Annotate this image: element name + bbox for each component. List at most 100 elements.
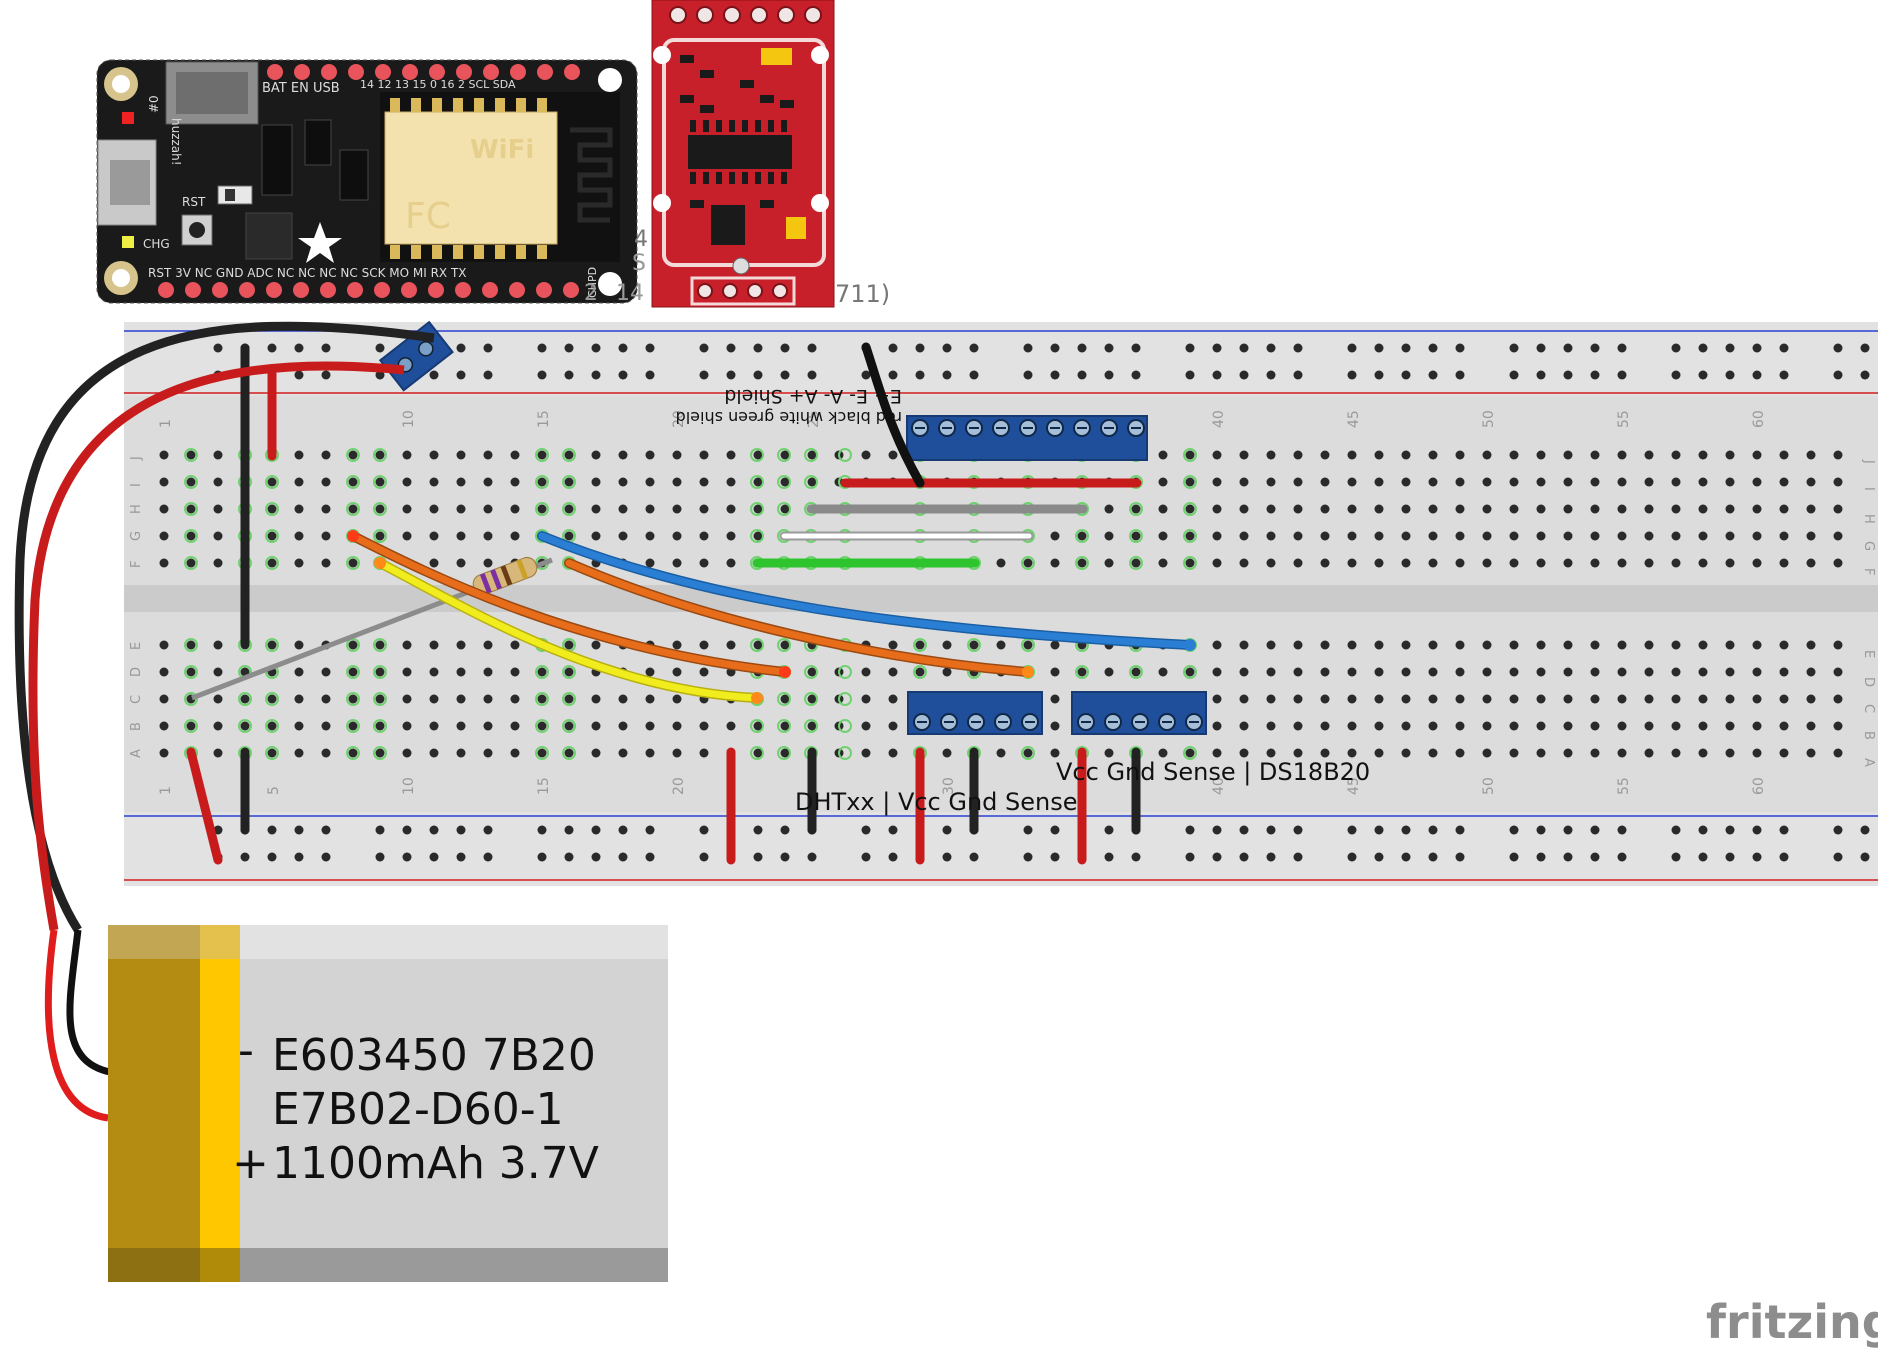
header-pin <box>428 282 444 298</box>
fc-label: FC <box>405 196 451 237</box>
hx711-module <box>651 0 835 308</box>
row-letter: A <box>129 749 144 758</box>
row-letter: H <box>1861 514 1876 524</box>
battery-plus-sign: + <box>232 1138 269 1189</box>
battery-wires <box>14 321 435 1122</box>
header-pin <box>722 283 738 299</box>
column-number: 50 <box>1481 777 1497 795</box>
column-number: 5 <box>266 786 282 795</box>
header-pin <box>266 282 282 298</box>
header-pin <box>772 283 788 299</box>
column-number: 40 <box>1211 777 1227 795</box>
battery-label-line1: E603450 7B20 <box>272 1030 596 1081</box>
column-number: 45 <box>1346 410 1362 428</box>
column-number: 55 <box>1616 410 1632 428</box>
header-pin <box>510 64 526 80</box>
header-pin <box>482 282 498 298</box>
column-number: 15 <box>536 410 552 428</box>
row-letter: J <box>1861 459 1876 464</box>
header-pin <box>750 6 768 24</box>
row-letter: F <box>1861 568 1876 575</box>
column-number: 20 <box>671 410 687 428</box>
stray-label-711: 711) <box>835 280 890 308</box>
breadboard-jumpers <box>186 343 1142 865</box>
row-letter: G <box>1861 541 1876 551</box>
huzzah-top-pin-silk: 14 12 13 15 0 16 2 SCL SDA <box>360 78 516 91</box>
header-pin <box>564 64 580 80</box>
column-number: 20 <box>671 777 687 795</box>
header-pin <box>697 283 713 299</box>
column-number: 60 <box>1751 777 1767 795</box>
header-pin <box>402 64 418 80</box>
ds18b20-terminal-block <box>1071 691 1207 735</box>
header-pin <box>320 282 336 298</box>
header-pin <box>509 282 525 298</box>
header-pin <box>185 282 201 298</box>
header-pin <box>429 64 445 80</box>
battery-label-line2: E7B02-D60-1 <box>272 1084 564 1135</box>
row-letter: H <box>129 504 144 514</box>
header-pin <box>294 64 310 80</box>
row-letter: B <box>129 722 144 731</box>
header-pin <box>563 282 579 298</box>
header-pin <box>455 282 471 298</box>
chpd-label: CHPD <box>586 267 599 298</box>
rst-label: RST <box>182 195 206 209</box>
hash-zero-label: #0 <box>147 95 161 113</box>
dht-terminal-block <box>907 691 1043 735</box>
signal-wires <box>347 342 1196 704</box>
row-letter: G <box>129 531 144 541</box>
ds18b20-label: Vcc Gnd Sense | DS18B20 <box>1056 758 1370 786</box>
header-pin <box>401 282 417 298</box>
battery-label-line3: 1100mAh 3.7V <box>272 1138 599 1189</box>
header-pin <box>536 282 552 298</box>
header-pin <box>804 6 822 24</box>
header-pin <box>456 64 472 80</box>
row-letter: C <box>129 695 144 704</box>
column-number: 30 <box>941 777 957 795</box>
row-letter: A <box>1861 758 1876 767</box>
row-letter: E <box>129 642 144 650</box>
stray-label-s: S <box>632 251 646 276</box>
header-pin <box>375 64 391 80</box>
stray-label-14: 14 <box>616 281 644 306</box>
row-letter: D <box>1861 677 1876 687</box>
stray-label-2: 2 <box>584 281 598 306</box>
huzzah-bottom-silk: RST 3V NC GND ADC NC NC NC NC SCK MO MI … <box>148 266 467 280</box>
column-number: 10 <box>401 410 417 428</box>
lipo-battery: - E603450 7B20 E7B02-D60-1 + 1100mAh 3.7… <box>108 925 668 1282</box>
battery-minus-sign: - <box>238 1025 254 1076</box>
column-number: 1 <box>158 786 174 795</box>
row-letter: B <box>1861 731 1876 740</box>
header-pin <box>669 6 687 24</box>
hx711-wire-colors: red black white green shield <box>676 408 902 427</box>
header-pin <box>723 6 741 24</box>
row-letter: E <box>1861 650 1876 658</box>
column-number: 55 <box>1616 777 1632 795</box>
column-number: 40 <box>1211 410 1227 428</box>
resistor <box>191 556 553 701</box>
header-pin <box>537 64 553 80</box>
header-pin <box>483 64 499 80</box>
row-letter: F <box>129 561 144 568</box>
hx711-terminal-block: E+ E- A- A+ Shield red black white green… <box>676 385 1148 461</box>
row-letter: C <box>1861 704 1876 713</box>
header-pin <box>239 282 255 298</box>
huzzah-esp8266-board: WiFi FC BAT EN USB 14 12 13 15 0 16 2 SC… <box>96 59 638 304</box>
header-pin <box>374 282 390 298</box>
header-pin <box>267 64 283 80</box>
hx711-pin-labels: E+ E- A- A+ Shield <box>724 385 902 407</box>
row-letter: I <box>1861 487 1876 491</box>
stray-label-4: 4 <box>634 227 648 252</box>
dht-label: DHTxx | Vcc Gnd Sense <box>795 788 1078 816</box>
header-pin <box>321 64 337 80</box>
column-number: 45 <box>1346 777 1362 795</box>
wifi-label: WiFi <box>470 135 534 165</box>
header-pin <box>747 283 763 299</box>
header-pin <box>293 282 309 298</box>
column-number: 60 <box>1751 410 1767 428</box>
column-number: 15 <box>536 777 552 795</box>
